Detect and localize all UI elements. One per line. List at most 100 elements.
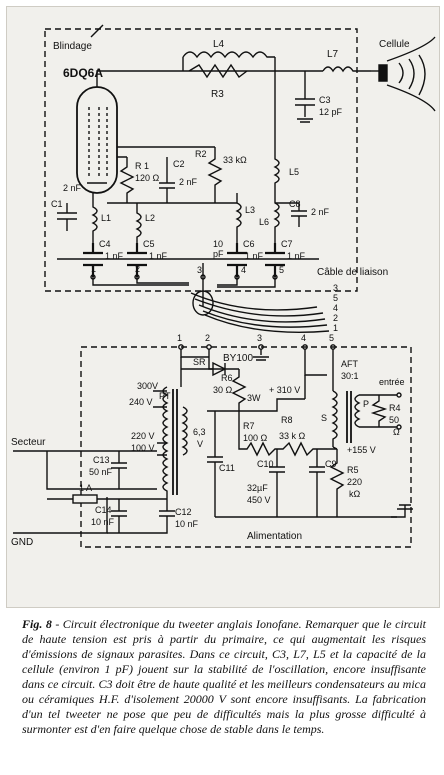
label-C13: C13 xyxy=(93,455,110,465)
label-C2-val: 2 nF xyxy=(179,177,198,187)
cable-num-2: 2 xyxy=(333,313,338,323)
label-L7: L7 xyxy=(327,49,339,60)
label-C1-val: 2 nF xyxy=(63,183,82,193)
label-R5-unit: kΩ xyxy=(349,489,361,499)
label-C11: C11 xyxy=(219,463,235,473)
label-P: P xyxy=(363,399,369,409)
figure-caption: Fig. 8 - Circuit électronique du tweeter… xyxy=(22,617,426,767)
transformer-AFT xyxy=(331,390,361,447)
cable-clamp xyxy=(192,290,214,316)
caption-text: - Circuit électronique du tweeter anglai… xyxy=(22,617,426,736)
label-C5: C5 xyxy=(143,239,155,249)
label-AFT: AFT xyxy=(341,359,359,369)
label-AFT-ratio: 30:1 xyxy=(341,371,359,381)
terminal-bottom-5: 5 xyxy=(329,333,334,343)
terminal-bottom-4: 4 xyxy=(301,333,306,343)
terminal-top-3: 3 xyxy=(197,265,202,275)
label-R1-val: 120 Ω xyxy=(135,173,160,183)
inductor-L2 xyxy=(135,203,142,243)
capacitor-C3 xyxy=(295,71,315,117)
capacitor-C2 xyxy=(159,157,175,203)
resistor-R5 xyxy=(329,449,345,517)
transformer-PT xyxy=(162,386,188,497)
label-entree: entrée xyxy=(379,377,405,387)
label-C12-val: 10 nF xyxy=(175,519,199,529)
label-6-3-V: V xyxy=(197,439,203,449)
label-C6-top2: pF xyxy=(213,249,224,259)
cable-num-4: 4 xyxy=(333,303,338,313)
label-L2: L2 xyxy=(145,213,155,223)
label-C4-val: 1 nF xyxy=(105,251,124,261)
label-tube: 6DQ6A xyxy=(63,66,103,80)
aft-primary-leads xyxy=(332,367,338,450)
capacitor-C11 xyxy=(207,410,239,517)
blindage-arrow xyxy=(90,24,104,38)
label-cellule: Cellule xyxy=(379,39,410,50)
cellule-horn xyxy=(378,36,436,112)
label-310V: + 310 V xyxy=(269,385,300,395)
label-6-3: 6,3 xyxy=(193,427,206,437)
capacitor-C9 xyxy=(309,449,325,517)
label-fuse: 1 A xyxy=(79,483,92,493)
label-C13-val: 50 nF xyxy=(89,467,113,477)
schematic-svg: Blindage 6DQ6A L4 R3 L7 xyxy=(11,24,436,548)
cable-num-1: 1 xyxy=(333,323,338,333)
label-GND: GND xyxy=(11,537,33,548)
capacitor-C8 xyxy=(275,202,307,227)
cable-bundle xyxy=(190,292,330,333)
fuse-1A xyxy=(72,494,98,504)
resistor-R1 xyxy=(119,157,135,203)
terminal-top-2: 2 xyxy=(135,264,140,274)
capacitor-C1 xyxy=(57,203,77,231)
inductor-L7 xyxy=(322,66,371,73)
label-R4-unit: Ω xyxy=(393,427,400,437)
schematic-figure: Blindage 6DQ6A L4 R3 L7 xyxy=(6,6,440,608)
label-C6-val: 1 nF xyxy=(245,251,264,261)
capacitor-C12 xyxy=(107,497,175,534)
label-R2: R2 xyxy=(195,149,207,159)
label-C3: C3 xyxy=(319,95,331,105)
inductor-L1 xyxy=(91,193,98,243)
terminal-top-5: 5 xyxy=(279,265,284,275)
label-R4: R4 xyxy=(389,403,401,413)
label-L3: L3 xyxy=(245,205,255,215)
label-blindage: Blindage xyxy=(53,41,92,52)
input-terminal-b xyxy=(396,424,402,430)
resistor-R2 xyxy=(207,147,223,203)
label-R7-val: 100 Ω xyxy=(243,433,268,443)
tap-wires xyxy=(153,390,167,456)
label-R7: R7 xyxy=(243,421,255,431)
label-R6-val: 30 Ω xyxy=(213,385,233,395)
ground-C3 xyxy=(297,118,313,123)
hv-bus xyxy=(239,375,306,412)
label-3W: 3W xyxy=(247,393,261,403)
resistors-R7-R8 xyxy=(238,411,337,457)
label-C3-val: 12 pF xyxy=(319,107,343,117)
label-C8: C8 xyxy=(289,199,301,209)
label-R3: R3 xyxy=(211,89,224,100)
label-C10: C10 xyxy=(257,459,274,469)
label-alimentation: Alimentation xyxy=(247,531,302,542)
label-R5-val: 220 xyxy=(347,477,362,487)
label-SR: SR xyxy=(193,357,206,367)
label-C4: C4 xyxy=(99,239,111,249)
terminal-top-1: 1 xyxy=(91,264,96,274)
label-C9: C9 xyxy=(325,459,337,469)
label-R2-val: 33 kΩ xyxy=(223,155,247,165)
cable-num-5: 5 xyxy=(333,293,338,303)
label-C6: C6 xyxy=(243,239,255,249)
top-rail xyxy=(96,57,276,87)
label-C14-val: 10 nF xyxy=(91,517,115,527)
label-cap-450V: 450 V xyxy=(247,495,271,505)
inductor-L3 xyxy=(235,193,242,243)
label-R5: R5 xyxy=(347,465,359,475)
cable-feeders xyxy=(92,263,276,307)
label-R6: R6 xyxy=(221,373,233,383)
label-220V: 220 V xyxy=(131,431,155,441)
terminal-bottom-3: 3 xyxy=(257,333,262,343)
inductor-L4 xyxy=(182,51,275,59)
label-R8: R8 xyxy=(281,415,293,425)
grid-wires xyxy=(107,146,237,204)
resistor-R6 xyxy=(231,369,247,411)
label-C8-val: 2 nF xyxy=(311,207,330,217)
